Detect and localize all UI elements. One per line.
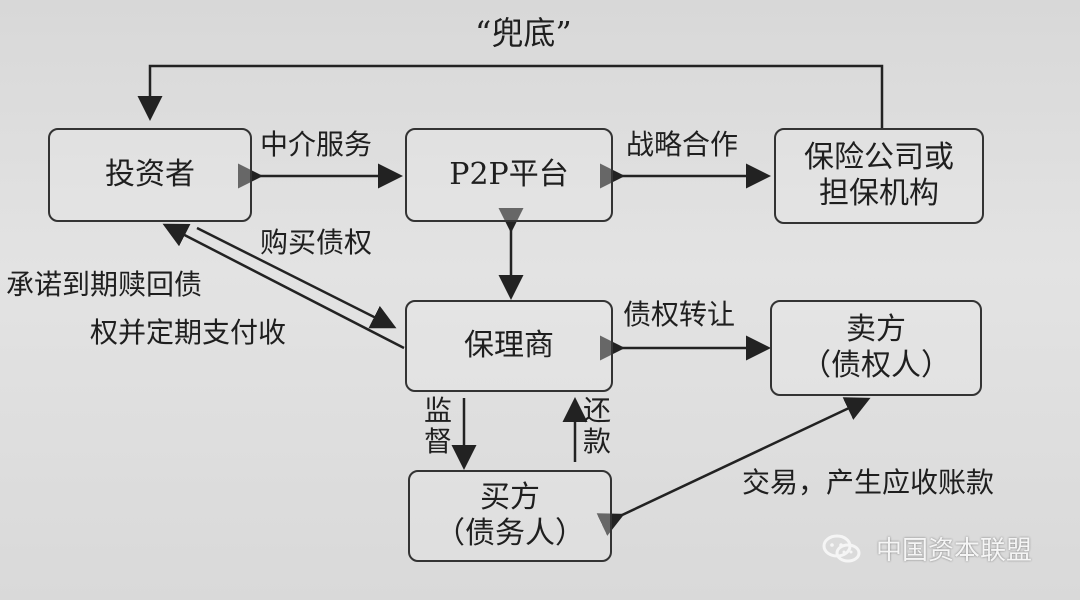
- buyer-label-line-1: 买方: [480, 480, 540, 515]
- seller-node: 卖方 （债权人）: [770, 300, 982, 396]
- supervise-label-char-1: 监: [424, 394, 453, 427]
- top-loop-label: “兜底”: [475, 14, 572, 52]
- buyer-label-line-2: （债务人）: [435, 516, 585, 551]
- redeem-commitment-arrow: [162, 223, 405, 350]
- watermark: 中国资本联盟: [820, 530, 1032, 567]
- factor-node: 保理商: [405, 300, 613, 392]
- watermark-text: 中国资本联盟: [876, 536, 1033, 566]
- repay-label-char-1: 还: [583, 394, 612, 427]
- transfer-claims-label: 债权转让: [623, 298, 736, 331]
- investor-label: 投资者: [105, 157, 195, 192]
- redeem-commitment-label-line-1: 承诺到期赎回债: [6, 268, 203, 301]
- investor-node: 投资者: [48, 128, 252, 222]
- repay-label-char-2: 款: [583, 424, 612, 458]
- trade-arrow: [596, 397, 871, 536]
- supervise-label: 监 督: [424, 394, 453, 458]
- wechat-icon: [820, 532, 866, 566]
- factor-label: 保理商: [464, 328, 554, 363]
- p2p-platform-label: P2P平台: [449, 157, 569, 192]
- purchase-claims-arrow: [196, 226, 397, 329]
- intermediary-service-label: 中介服务: [260, 128, 373, 161]
- strategic-cooperation-label: 战略合作: [626, 128, 739, 161]
- insurer-node: 保险公司或 担保机构: [774, 128, 984, 224]
- insurer-label-line-2: 担保机构: [819, 176, 939, 211]
- purchase-claims-label: 购买债权: [260, 226, 373, 259]
- insurer-label-line-1: 保险公司或: [804, 140, 954, 175]
- buyer-node: 买方 （债务人）: [408, 470, 612, 562]
- seller-label-line-2: （债权人）: [801, 348, 951, 383]
- repay-label: 还 款: [583, 394, 612, 458]
- top-loop-arrow: [137, 64, 884, 130]
- seller-label-line-1: 卖方: [846, 312, 906, 347]
- redeem-commitment-label-line-2: 权并定期支付收: [90, 316, 287, 349]
- supervise-label-char-2: 督: [424, 424, 453, 458]
- p2p-platform-node: P2P平台: [405, 128, 613, 222]
- trade-receivables-label: 交易，产生应收账款: [742, 466, 995, 499]
